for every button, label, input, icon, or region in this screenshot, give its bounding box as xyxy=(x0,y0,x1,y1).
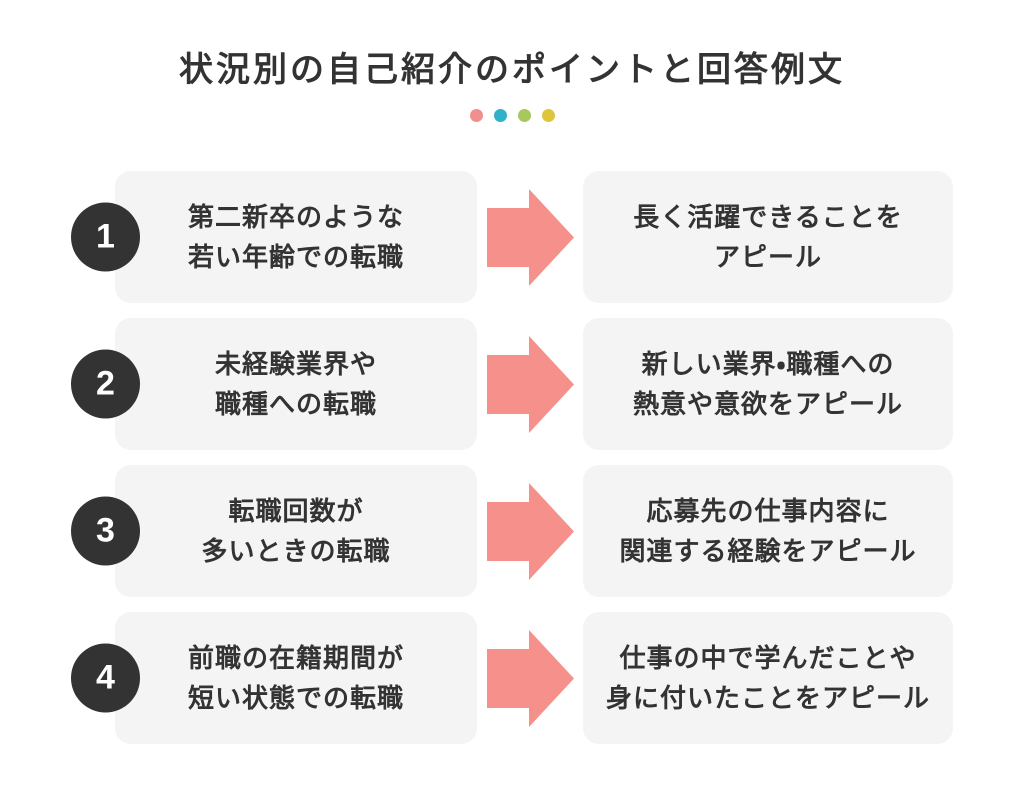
dot-green-icon xyxy=(517,109,531,122)
situation-text: 前職の在籍期間が 短い状態での転職 xyxy=(187,643,404,713)
page-title: 状況別の自己紹介のポイントと回答例文 xyxy=(179,51,845,89)
step-number: 3 xyxy=(96,511,115,550)
dot-yellow-icon xyxy=(541,109,555,122)
point-box: 長く活躍できることを アピール xyxy=(583,171,953,303)
dot-pink-icon xyxy=(469,109,483,122)
situation-text: 転職回数が 多いときの転職 xyxy=(201,496,391,566)
step-number: 1 xyxy=(96,217,115,256)
row-3: 3 転職回数が 多いときの転職 応募先の仕事内容に 関連する経験をアピール xyxy=(71,465,953,597)
right-arrow-icon xyxy=(486,188,574,286)
right-arrow-icon xyxy=(486,629,574,727)
step-number-badge: 2 xyxy=(71,349,140,419)
situation-box: 転職回数が 多いときの転職 xyxy=(115,465,477,597)
dot-teal-icon xyxy=(493,109,507,122)
row-1: 1 第二新卒のような 若い年齢での転職 長く活躍できることを アピール xyxy=(71,171,953,303)
point-box: 新しい業界・職種への 熱意や意欲をアピール xyxy=(583,318,953,450)
arrow-wrap xyxy=(477,482,583,580)
step-number-badge: 4 xyxy=(71,643,140,713)
point-box: 応募先の仕事内容に 関連する経験をアピール xyxy=(583,465,953,597)
situation-text: 第二新卒のような 若い年齢での転職 xyxy=(187,202,404,272)
point-text: 長く活躍できることを アピール xyxy=(633,202,903,272)
step-number-badge: 1 xyxy=(71,202,140,272)
arrow-wrap xyxy=(477,335,583,433)
row-2: 2 未経験業界や 職種への転職 新しい業界・職種への 熱意や意欲をアピール xyxy=(71,318,953,450)
step-number-badge: 3 xyxy=(71,496,140,566)
situation-box: 前職の在籍期間が 短い状態での転職 xyxy=(115,612,477,744)
point-box: 仕事の中で学んだことや 身に付いたことをアピール xyxy=(583,612,953,744)
situation-box: 未経験業界や 職種への転職 xyxy=(115,318,477,450)
rows-container: 1 第二新卒のような 若い年齢での転職 長く活躍できることを アピール 2 未経… xyxy=(71,171,953,744)
right-arrow-icon xyxy=(486,335,574,433)
step-number: 4 xyxy=(96,658,115,697)
row-4: 4 前職の在籍期間が 短い状態での転職 仕事の中で学んだことや 身に付いたことを… xyxy=(71,612,953,744)
situation-text: 未経験業界や 職種への転職 xyxy=(214,349,377,419)
point-text: 応募先の仕事内容に 関連する経験をアピール xyxy=(619,496,917,566)
title-decoration-dots xyxy=(0,109,1024,122)
step-number: 2 xyxy=(96,364,115,403)
situation-box: 第二新卒のような 若い年齢での転職 xyxy=(115,171,477,303)
right-arrow-icon xyxy=(486,482,574,580)
point-text: 仕事の中で学んだことや 身に付いたことをアピール xyxy=(605,643,930,713)
arrow-wrap xyxy=(477,188,583,286)
point-text: 新しい業界・職種への 熱意や意欲をアピール xyxy=(632,349,903,419)
arrow-wrap xyxy=(477,629,583,727)
